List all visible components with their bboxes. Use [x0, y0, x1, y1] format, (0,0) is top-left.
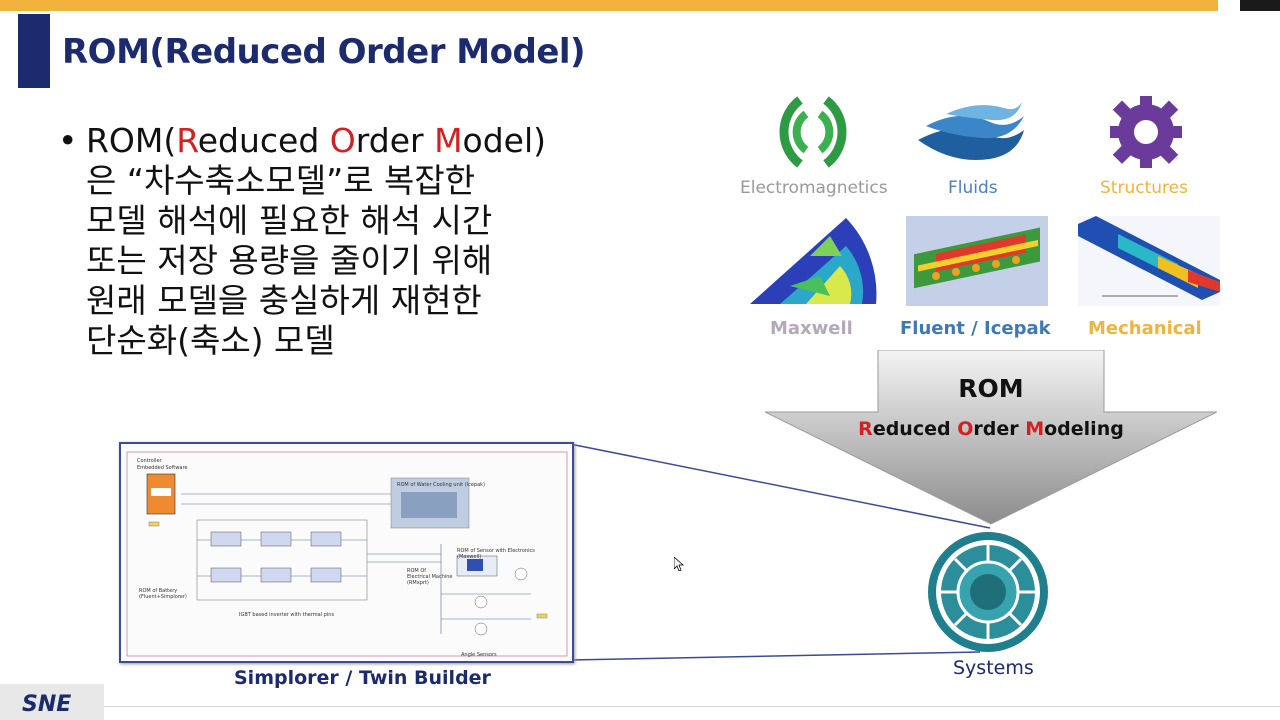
bullet-line-6: 단순화(축소) 모델: [86, 321, 335, 360]
structures-gear-icon: [1105, 92, 1187, 176]
slide-title: ROM(Reduced Order Model): [62, 32, 586, 72]
rom-arrow: [764, 349, 1218, 530]
maxwell-label: Maxwell: [770, 318, 853, 339]
structures-label: Structures: [1100, 178, 1188, 198]
schematic-battery-text-2: (Fluent+Simplorer): [139, 594, 187, 600]
top-accent-bar: [0, 0, 1218, 11]
bullet-line-4: 또는 저장 용량을 줄이기 위해: [86, 241, 493, 280]
schematic-igbt-text: IGBT based inverter with thermal pins: [239, 612, 334, 618]
bullet-line-2: 은 “차수축소모델”로 복잡한: [86, 161, 476, 200]
top-dark-corner: [1240, 0, 1280, 11]
bullet-line-5: 원래 모델을 충실하게 재현한: [86, 281, 482, 320]
electromagnetics-icon: [760, 92, 866, 176]
company-logo: [0, 684, 104, 720]
simplorer-label: Simplorer / Twin Builder: [234, 667, 491, 689]
schematic-sensor-sub-text: (Maxwell): [457, 554, 481, 560]
bullet-dot: •: [58, 121, 78, 160]
schematic-sensor-text: ROM of Sensor with Electronics: [457, 548, 535, 554]
bullet-line-1: ROM(Reduced Order Model): [86, 121, 547, 160]
title-accent-block: [18, 14, 50, 88]
bullet-text: ROM(Reduced Order Model) 은 “차수축소모델”로 복잡한…: [86, 121, 626, 361]
bullet-line-3: 모델 해석에 필요한 해석 시간: [86, 201, 493, 240]
fluent-icepak-label: Fluent / Icepak: [900, 318, 1051, 339]
systems-icon: [926, 530, 1050, 658]
footer-divider: [104, 706, 1280, 707]
fluids-icon: [916, 100, 1028, 170]
systems-label: Systems: [953, 657, 1034, 679]
mechanical-label: Mechanical: [1088, 318, 1202, 339]
schematic-controller-text: Controller: [137, 458, 163, 464]
fluids-label: Fluids: [948, 178, 998, 198]
schematic-water-cooling-text: ROM of Water Cooling unit (Icepak): [397, 482, 485, 488]
schematic-battery-text-1: ROM of Battery: [139, 588, 177, 594]
schematic-machine-text-3: (RMxprt): [407, 580, 429, 586]
schematic-machine-text-1: ROM Of: [407, 568, 426, 574]
electromagnetics-label: Electromagnetics: [740, 178, 888, 198]
rom-subtitle: Reduced Order Modeling: [858, 418, 1124, 440]
schematic-machine-text-2: Electrical Machine: [407, 574, 453, 580]
schematic-embedded-text: Embedded Software: [137, 465, 188, 471]
rom-title: ROM: [958, 374, 1024, 403]
schematic-angle-text: Angle Sensors: [461, 652, 497, 658]
maxwell-thumbnail: [750, 216, 878, 310]
logo-text: SNE: [22, 692, 72, 717]
mouse-pointer-icon: [673, 556, 685, 575]
fluent-icepak-thumbnail: [906, 216, 1048, 310]
mechanical-thumbnail: [1078, 216, 1220, 310]
simplorer-schematic: Controller Embedded Software ROM of Wate…: [119, 442, 574, 663]
